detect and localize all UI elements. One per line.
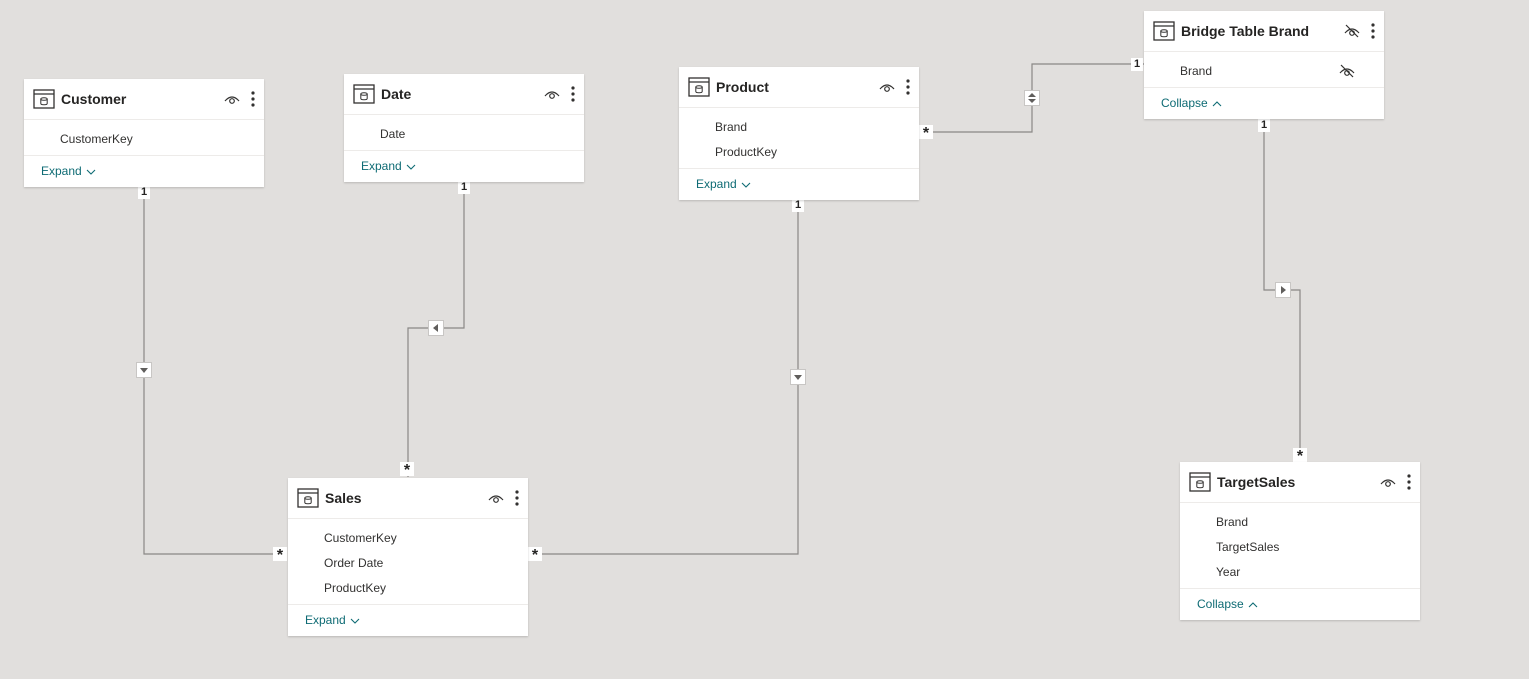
eye-icon[interactable] xyxy=(224,92,240,106)
chevron-down-icon xyxy=(86,169,96,175)
table-card-bridge-table-brand[interactable]: Bridge Table Brand Brand Collapse xyxy=(1144,11,1384,119)
more-options-icon[interactable] xyxy=(1370,22,1376,40)
rel-line-product-sales xyxy=(528,198,799,555)
expand-label: Expand xyxy=(305,613,346,627)
table-title: Date xyxy=(381,86,412,102)
chevron-down-icon xyxy=(406,164,416,170)
table-card-product[interactable]: Product Brand ProductKey Expand xyxy=(679,67,919,200)
field-item[interactable]: Order Date xyxy=(324,556,384,570)
expand-label: Expand xyxy=(41,164,82,178)
cardinality-one-label: 1 xyxy=(792,199,804,212)
expand-button[interactable]: Expand xyxy=(288,604,528,636)
field-item[interactable]: Brand xyxy=(1144,59,1384,84)
expand-button[interactable]: Expand xyxy=(679,168,919,200)
table-header[interactable]: TargetSales xyxy=(1180,462,1420,503)
rel-line-customer-sales xyxy=(143,186,287,555)
field-list: Date xyxy=(344,115,584,150)
table-icon xyxy=(33,89,55,109)
eye-hidden-icon[interactable] xyxy=(1339,64,1355,78)
field-list: CustomerKey xyxy=(24,120,264,155)
field-label: Brand xyxy=(1180,64,1213,78)
filter-direction-left-icon[interactable] xyxy=(428,320,444,336)
collapse-button[interactable]: Collapse xyxy=(1180,588,1420,620)
table-icon xyxy=(353,84,375,104)
table-icon xyxy=(1153,21,1175,41)
table-header[interactable]: Customer xyxy=(24,79,264,120)
cardinality-one-label: 1 xyxy=(1258,119,1270,132)
filter-direction-down-icon[interactable] xyxy=(136,362,152,378)
expand-button[interactable]: Expand xyxy=(344,150,584,182)
table-title: TargetSales xyxy=(1217,474,1296,490)
field-item[interactable]: Date xyxy=(380,127,406,141)
filter-direction-both-icon[interactable] xyxy=(1024,90,1040,106)
field-item[interactable]: CustomerKey xyxy=(60,132,133,146)
field-list: Brand ProductKey xyxy=(679,108,919,168)
filter-direction-right-icon[interactable] xyxy=(1275,282,1291,298)
eye-icon[interactable] xyxy=(879,80,895,94)
table-icon xyxy=(1189,472,1211,492)
table-title: Sales xyxy=(325,490,362,506)
table-card-targetsales[interactable]: TargetSales Brand TargetSales Year Colla… xyxy=(1180,462,1420,620)
table-card-date[interactable]: Date Date Expand xyxy=(344,74,584,182)
more-options-icon[interactable] xyxy=(514,489,520,507)
table-header[interactable]: Product xyxy=(679,67,919,108)
cardinality-many-label: * xyxy=(273,547,287,564)
collapse-label: Collapse xyxy=(1197,597,1244,611)
chevron-down-icon xyxy=(741,182,751,188)
chevron-up-icon xyxy=(1248,602,1258,608)
expand-label: Expand xyxy=(696,177,737,191)
table-icon xyxy=(297,488,319,508)
eye-icon[interactable] xyxy=(1380,475,1396,489)
collapse-button[interactable]: Collapse xyxy=(1144,87,1384,119)
field-item[interactable]: CustomerKey xyxy=(324,531,397,545)
chevron-up-icon xyxy=(1212,101,1222,107)
field-list: Brand xyxy=(1144,52,1384,87)
table-header[interactable]: Bridge Table Brand xyxy=(1144,11,1384,52)
chevron-down-icon xyxy=(350,618,360,624)
field-list: Brand TargetSales Year xyxy=(1180,503,1420,588)
more-options-icon[interactable] xyxy=(250,90,256,108)
field-item[interactable]: TargetSales xyxy=(1216,540,1280,554)
field-item[interactable]: ProductKey xyxy=(324,581,387,595)
more-options-icon[interactable] xyxy=(570,85,576,103)
table-title: Product xyxy=(716,79,769,95)
cardinality-one-label: 1 xyxy=(458,181,470,194)
more-options-icon[interactable] xyxy=(905,78,911,96)
eye-icon[interactable] xyxy=(488,491,504,505)
field-list: CustomerKey Order Date ProductKey xyxy=(288,519,528,604)
table-title: Customer xyxy=(61,91,127,107)
cardinality-many-label: * xyxy=(1293,448,1307,465)
eye-icon[interactable] xyxy=(544,87,560,101)
table-card-sales[interactable]: Sales CustomerKey Order Date ProductKey … xyxy=(288,478,528,636)
table-header[interactable]: Sales xyxy=(288,478,528,519)
cardinality-many-label: * xyxy=(528,547,542,564)
expand-label: Expand xyxy=(361,159,402,173)
table-title: Bridge Table Brand xyxy=(1181,23,1310,39)
table-icon xyxy=(688,77,710,97)
table-header[interactable]: Date xyxy=(344,74,584,115)
more-options-icon[interactable] xyxy=(1406,473,1412,491)
field-item[interactable]: Brand xyxy=(1216,515,1249,529)
eye-hidden-icon[interactable] xyxy=(1344,24,1360,38)
expand-button[interactable]: Expand xyxy=(24,155,264,187)
cardinality-one-label: 1 xyxy=(138,186,150,199)
field-item[interactable]: Year xyxy=(1216,565,1241,579)
table-card-customer[interactable]: Customer CustomerKey Expand xyxy=(24,79,264,187)
cardinality-many-label: * xyxy=(400,462,414,479)
cardinality-many-label: * xyxy=(919,125,933,142)
collapse-label: Collapse xyxy=(1161,96,1208,110)
field-item[interactable]: ProductKey xyxy=(715,145,778,159)
cardinality-one-label: 1 xyxy=(1131,58,1143,71)
filter-direction-down-icon[interactable] xyxy=(790,369,806,385)
field-item[interactable]: Brand xyxy=(715,120,748,134)
